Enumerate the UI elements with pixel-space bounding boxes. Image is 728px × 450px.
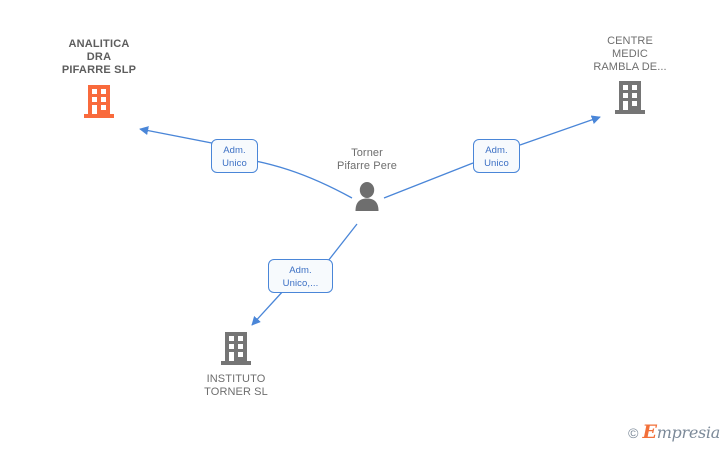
empresia-rest: mpresia <box>656 423 721 442</box>
building-icon <box>221 332 251 365</box>
node-icon-centre-medic-wrap <box>567 80 693 116</box>
copyright-icon: © <box>628 424 639 441</box>
edge-line-instituto-tail <box>251 289 285 326</box>
node-label-centre-medic: CENTRE MEDIC RAMBLA DE... <box>593 35 667 73</box>
node-icon-analitica-wrap <box>34 84 164 120</box>
edge-line-centre-medic <box>383 162 474 199</box>
watermark-empresia: © Empresia <box>628 423 720 442</box>
edge-label-analitica[interactable]: Adm. Unico <box>211 139 258 173</box>
node-label-analitica: ANALITICA DRA PIFARRE SLP <box>61 38 137 76</box>
node-analitica-dra-pifarre-slp[interactable]: ANALITICA DRA PIFARRE SLP <box>34 38 164 120</box>
edge-line-centre-medic-tail <box>519 115 601 146</box>
empresia-initial: E <box>642 421 657 443</box>
node-label-torner-pifarre-pere: Torner Pifarre Pere <box>337 147 397 172</box>
node-icon-instituto-wrap <box>173 331 299 367</box>
person-icon <box>355 182 379 211</box>
edge-line-instituto <box>327 223 358 262</box>
edge-label-instituto[interactable]: Adm. Unico,... <box>268 259 333 293</box>
building-icon <box>84 85 114 118</box>
node-icon-person-wrap <box>302 181 432 213</box>
building-icon <box>615 81 645 114</box>
edge-label-centre-medic[interactable]: Adm. Unico <box>473 139 520 173</box>
empresia-wordmark: Empresia <box>643 423 721 442</box>
node-torner-pifarre-pere[interactable]: Torner Pifarre Pere <box>302 147 432 213</box>
node-centre-medic-rambla-de[interactable]: CENTRE MEDIC RAMBLA DE... <box>567 35 693 116</box>
node-instituto-torner-sl[interactable]: INSTITUTO TORNER SL <box>173 331 299 399</box>
node-label-instituto: INSTITUTO TORNER SL <box>204 373 268 398</box>
